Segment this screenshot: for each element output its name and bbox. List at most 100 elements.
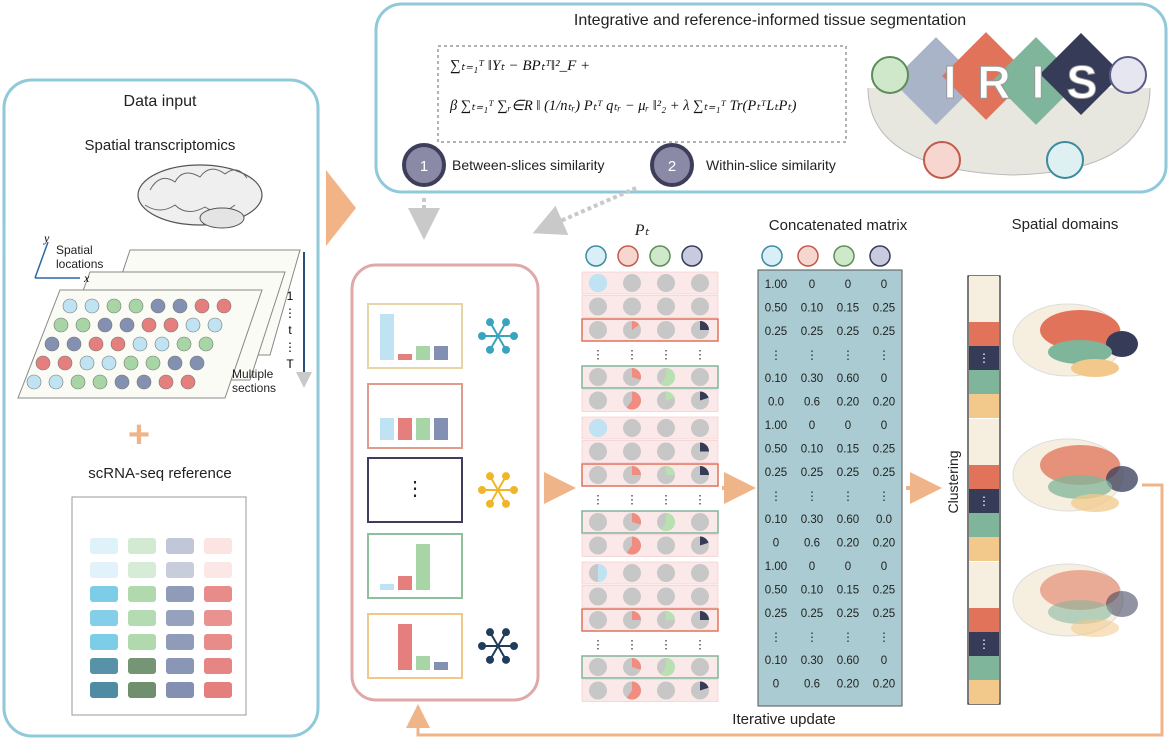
pt-row bbox=[581, 534, 719, 557]
tissue-cell bbox=[167, 355, 183, 371]
tissue-cell bbox=[198, 336, 214, 352]
network-node bbox=[502, 345, 510, 354]
pt-dots: ⋮ bbox=[660, 348, 672, 362]
pt-pie bbox=[589, 611, 607, 629]
weight-bar bbox=[416, 346, 430, 360]
network-node bbox=[510, 642, 518, 650]
tissue-cell bbox=[97, 317, 113, 333]
pt-pie bbox=[691, 587, 709, 606]
weights-panel bbox=[350, 263, 540, 702]
network-node bbox=[486, 345, 494, 354]
network-node bbox=[478, 332, 486, 340]
cluster-segment bbox=[969, 419, 999, 465]
concat-cell: 0.20 bbox=[837, 679, 859, 691]
weight-box-dots: ⋮ bbox=[405, 478, 425, 500]
scrna-cell bbox=[90, 562, 118, 578]
pt-pie bbox=[657, 321, 675, 339]
cell-type-icon bbox=[585, 245, 607, 267]
concat-matrix-bg bbox=[757, 269, 903, 707]
pt-row bbox=[581, 608, 719, 632]
pt-pie-fill bbox=[632, 367, 642, 380]
axis-y-label: y bbox=[43, 231, 50, 245]
tissue-cell bbox=[110, 336, 126, 352]
concat-cell: 0 bbox=[881, 373, 887, 385]
concat-cell: 0.25 bbox=[873, 303, 895, 315]
scrna-cell bbox=[166, 562, 194, 578]
step-1-number: 1 bbox=[420, 158, 428, 175]
tissue-cell bbox=[185, 317, 201, 333]
slice-index-0: 1 bbox=[287, 289, 294, 303]
concat-cell: 0.50 bbox=[765, 585, 787, 597]
brain-domain-3 bbox=[1048, 475, 1112, 499]
pt-pie bbox=[657, 536, 675, 555]
concat-cell: 0.25 bbox=[873, 585, 895, 597]
pt-dots: ⋮ bbox=[660, 638, 672, 652]
weight-bar bbox=[380, 314, 394, 360]
cluster-segment bbox=[969, 394, 999, 418]
scrna-reference-panel bbox=[71, 496, 247, 716]
scrna-cell bbox=[90, 682, 118, 698]
concat-cell: 0 bbox=[881, 655, 887, 667]
tissue-slices bbox=[17, 249, 301, 399]
pt-pie bbox=[691, 658, 709, 676]
brain-sketch-icon bbox=[137, 164, 263, 229]
cell-type-icon bbox=[797, 245, 819, 267]
pt-row bbox=[581, 295, 719, 318]
cluster-segment bbox=[969, 465, 999, 489]
cluster-segment bbox=[969, 656, 999, 680]
pt-row bbox=[581, 585, 719, 608]
pt-pie bbox=[589, 321, 607, 339]
pt-pie bbox=[657, 297, 675, 316]
concat-cell: ⋮ bbox=[842, 632, 854, 644]
concat-cell-type-icons bbox=[761, 245, 891, 267]
scrna-cell bbox=[166, 586, 194, 602]
tissue-cell bbox=[207, 317, 223, 333]
logo-letter: I bbox=[1032, 56, 1045, 108]
pt-dots: ⋮ bbox=[626, 638, 638, 652]
slice-index-3: ⋮ bbox=[284, 340, 296, 354]
weight-bar bbox=[380, 584, 394, 590]
scrna-cell bbox=[128, 562, 156, 578]
tissue-cell bbox=[154, 336, 170, 352]
concat-cell: 0.25 bbox=[873, 444, 895, 456]
pt-pie-fill bbox=[589, 274, 607, 292]
logo-letter: I bbox=[944, 56, 957, 108]
pt-pie bbox=[691, 274, 709, 292]
pt-dots: ⋮ bbox=[626, 348, 638, 362]
concat-cell: 0.10 bbox=[801, 303, 823, 315]
concat-cell: 0.20 bbox=[873, 397, 895, 409]
pt-pie-fill bbox=[626, 681, 642, 700]
plus-sign: + bbox=[128, 414, 150, 456]
pt-pie-fill bbox=[660, 368, 675, 386]
tissue-cell bbox=[79, 355, 95, 371]
weight-boxes bbox=[367, 303, 518, 679]
tissue-cell bbox=[101, 355, 117, 371]
tissue-cell bbox=[128, 298, 144, 314]
weight-bar bbox=[416, 544, 430, 590]
weight-bar bbox=[434, 662, 448, 670]
pt-pie-fill bbox=[700, 466, 709, 475]
concat-cell: 0 bbox=[845, 279, 851, 291]
scrna-cell bbox=[90, 658, 118, 674]
scrna-cell bbox=[204, 562, 232, 578]
concat-cell: 0.30 bbox=[801, 514, 823, 526]
data-input-panel bbox=[2, 78, 320, 738]
iterative-update-loop bbox=[406, 483, 1164, 737]
concat-cell: 0.15 bbox=[837, 585, 859, 597]
tissue-cell bbox=[53, 317, 69, 333]
concat-cell: 0.0 bbox=[876, 514, 892, 526]
pt-row bbox=[581, 365, 719, 389]
pt-pie-fill bbox=[632, 658, 641, 670]
pt-pie bbox=[623, 442, 641, 461]
scrna-cell bbox=[128, 586, 156, 602]
tissue-cell bbox=[194, 298, 210, 314]
scrna-cell bbox=[128, 538, 156, 554]
scrna-cell bbox=[204, 634, 232, 650]
cluster-segment bbox=[969, 346, 999, 370]
concat-cell: 1.00 bbox=[765, 420, 787, 432]
tissue-cell bbox=[114, 374, 130, 390]
step-2-arrow bbox=[532, 186, 637, 236]
cell-type-icon bbox=[833, 245, 855, 267]
